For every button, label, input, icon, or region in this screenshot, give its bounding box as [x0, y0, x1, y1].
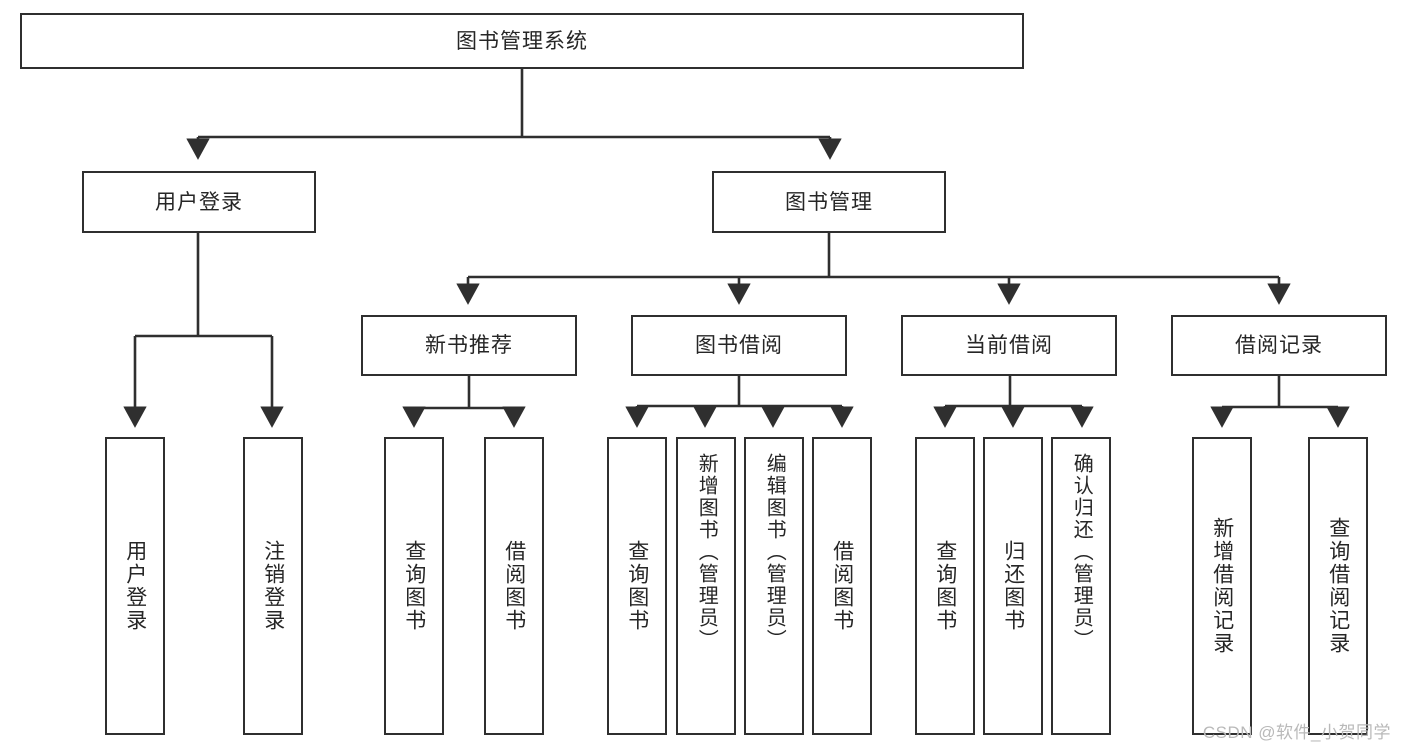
node-book-management-system[interactable]: 图书管理系统 [20, 13, 1024, 69]
node-user-login[interactable]: 用户登录 [82, 171, 316, 233]
node-label: 确认归还（管理员） [1070, 453, 1093, 651]
node-leaf-edit-book[interactable]: 编辑图书（管理员） [744, 437, 804, 735]
node-leaf-query-record[interactable]: 查询借阅记录 [1308, 437, 1368, 735]
node-leaf-confirm-return[interactable]: 确认归还（管理员） [1051, 437, 1111, 735]
node-label: 新书推荐 [425, 334, 513, 357]
node-label: 归还图书 [1001, 540, 1025, 632]
node-label: 查询图书 [625, 540, 649, 632]
node-label: 查询图书 [933, 540, 957, 632]
node-leaf-add-record[interactable]: 新增借阅记录 [1192, 437, 1252, 735]
node-label: 新增图书（管理员） [695, 453, 718, 651]
node-leaf-return-book[interactable]: 归还图书 [983, 437, 1043, 735]
node-label: 图书管理系统 [456, 29, 588, 53]
node-leaf-add-book[interactable]: 新增图书（管理员） [676, 437, 736, 735]
node-label: 当前借阅 [965, 334, 1053, 357]
node-label: 图书借阅 [695, 334, 783, 357]
node-leaf-query-book-3[interactable]: 查询图书 [915, 437, 975, 735]
node-label: 用户登录 [155, 190, 243, 214]
node-leaf-logout-login[interactable]: 注销登录 [243, 437, 303, 735]
node-new-book-recommend[interactable]: 新书推荐 [361, 315, 577, 376]
node-borrow-record[interactable]: 借阅记录 [1171, 315, 1387, 376]
node-leaf-borrow-book-1[interactable]: 借阅图书 [484, 437, 544, 735]
node-book-borrow[interactable]: 图书借阅 [631, 315, 847, 376]
node-label: 查询借阅记录 [1326, 517, 1350, 655]
node-leaf-query-book-1[interactable]: 查询图书 [384, 437, 444, 735]
node-label: 查询图书 [402, 540, 426, 632]
node-leaf-borrow-book-2[interactable]: 借阅图书 [812, 437, 872, 735]
node-label: 借阅记录 [1235, 334, 1323, 357]
node-label: 编辑图书（管理员） [763, 453, 786, 651]
node-label: 借阅图书 [502, 540, 526, 632]
node-leaf-query-book-2[interactable]: 查询图书 [607, 437, 667, 735]
node-book-management[interactable]: 图书管理 [712, 171, 946, 233]
node-current-borrow[interactable]: 当前借阅 [901, 315, 1117, 376]
node-leaf-user-login[interactable]: 用户登录 [105, 437, 165, 735]
node-label: 注销登录 [261, 540, 285, 632]
node-label: 用户登录 [123, 540, 147, 632]
node-label: 图书管理 [785, 190, 873, 214]
node-label: 借阅图书 [830, 540, 854, 632]
node-label: 新增借阅记录 [1210, 517, 1234, 655]
